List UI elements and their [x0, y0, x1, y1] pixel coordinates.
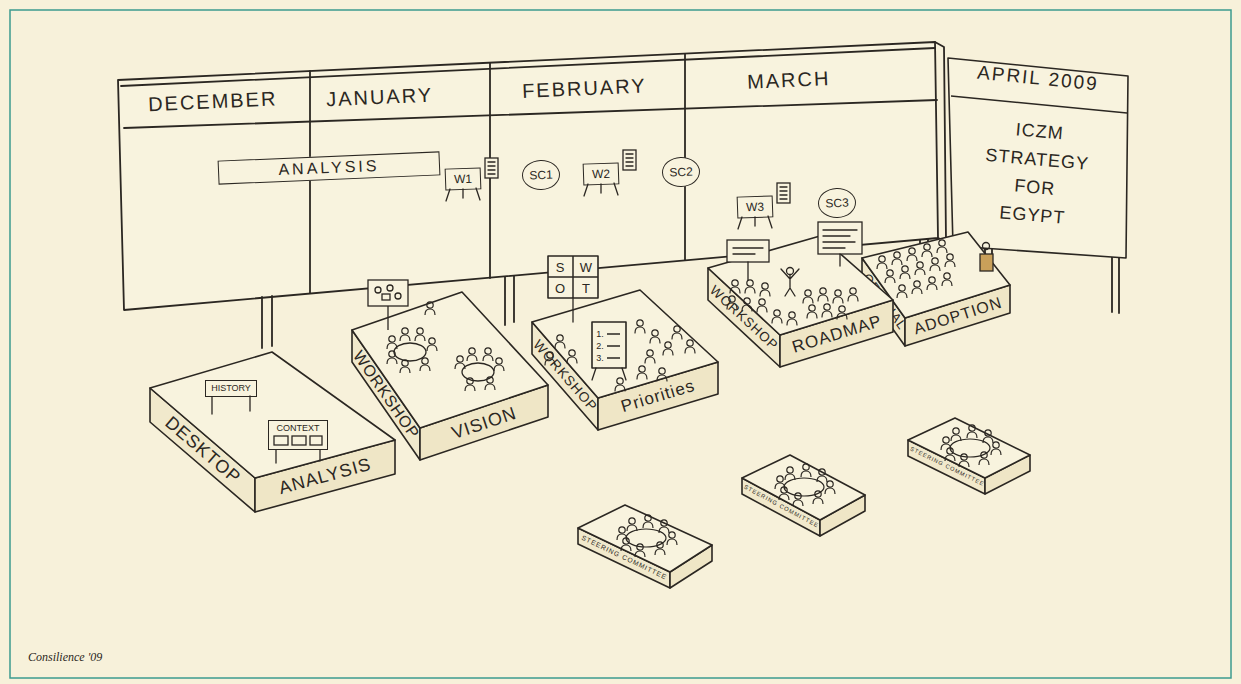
- workshop-easel: W3: [737, 195, 774, 218]
- node-text: MARCH: [747, 68, 831, 92]
- node-text: SC3: [825, 197, 849, 210]
- timeline-board: [118, 42, 946, 348]
- node-text: SC2: [669, 166, 693, 179]
- node-text: ANALYSIS: [278, 158, 380, 178]
- easel-and-report-icons: [777, 183, 790, 203]
- board-rule: [548, 276, 598, 278]
- easel-and-report-icons: [626, 154, 633, 166]
- easel-and-report-icons: [623, 150, 636, 170]
- vision-workshop-people: [395, 293, 401, 299]
- node-text: 3.: [593, 354, 607, 363]
- board-rule: [951, 96, 1127, 113]
- vision-workshop-people: [387, 285, 393, 291]
- node-text: W3: [746, 201, 764, 214]
- workshop-platform: WORKSHOPROADMAP: [708, 236, 893, 367]
- platform-top: [578, 505, 712, 572]
- node-text: S: [550, 261, 570, 274]
- node-text: 1.: [593, 330, 607, 339]
- node-text: HISTORY: [211, 384, 251, 393]
- signature: Consilience '09: [28, 650, 102, 665]
- workshop-platform: WORKSHOPPrioritiesSWOT1.2.3.: [532, 290, 718, 430]
- board-rule: [607, 357, 620, 359]
- node-text: W: [576, 261, 596, 274]
- platform-top: [352, 292, 548, 428]
- month-header: DECEMBER: [129, 76, 309, 126]
- easel-and-report-icons: [780, 187, 787, 199]
- workshop-easel: W2: [583, 162, 620, 185]
- node-text: FEBRUARY: [522, 75, 647, 101]
- node-text: W1: [454, 173, 472, 186]
- vision-workshop-people: [368, 280, 408, 306]
- vision-workshop-people: [382, 294, 390, 300]
- node-text: JANUARY: [326, 85, 434, 110]
- frame: [10, 10, 1231, 678]
- node-text: DECEMBER: [148, 88, 278, 114]
- easel-and-report-icons: [485, 158, 498, 178]
- node-text: W2: [592, 168, 610, 181]
- board-outline: [948, 58, 1128, 258]
- node-text: ICZM STRATEGY FOR EGYPT: [977, 114, 1094, 235]
- month-header: FEBRUARY: [491, 61, 684, 116]
- workshop-easel: W1: [445, 167, 482, 190]
- node-text: T: [576, 282, 596, 295]
- committee-platform: STEERING COMMITTEE: [742, 455, 865, 536]
- platform-top: [908, 418, 1030, 478]
- node-text: O: [550, 282, 570, 295]
- node-text: 2.: [593, 342, 607, 351]
- desktop-platform: DESKTOPANALYSISHISTORYCONTEXT: [150, 352, 395, 512]
- board-outline: [592, 322, 626, 368]
- committee-platform: STEERING COMMITTEE: [908, 418, 1030, 494]
- board-rule: [607, 345, 620, 347]
- node-text: SC1: [529, 169, 553, 182]
- committee-platform: STEERING COMMITTEE: [578, 505, 712, 588]
- easel-and-report-icons: [446, 150, 790, 229]
- history-board: HISTORY: [205, 380, 257, 397]
- timeline-board: [309, 71, 311, 293]
- flipchart: 1. 2. 3.: [592, 322, 626, 368]
- vision-workshop-people: [375, 287, 381, 293]
- context-board: CONTEXT: [268, 420, 328, 450]
- board-outline: [548, 256, 598, 298]
- swot-board: SWOT: [548, 256, 598, 298]
- node-text: CONTEXT: [276, 424, 319, 433]
- timeline-board: [489, 63, 491, 278]
- month-header: JANUARY: [311, 70, 489, 122]
- board-rule: [607, 333, 620, 335]
- easel-and-report-icons: [488, 162, 495, 174]
- strategy-board: APRIL 2009ICZM STRATEGY FOR EGYPT: [948, 58, 1128, 258]
- platform-top: [742, 455, 865, 520]
